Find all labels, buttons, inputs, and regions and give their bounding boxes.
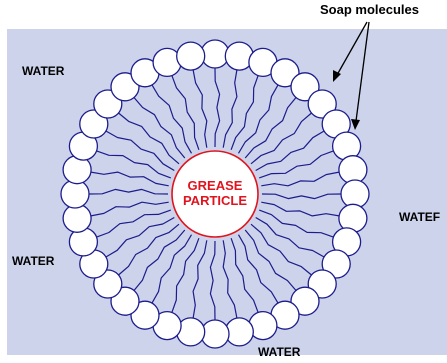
water-label-right: WATEF <box>399 210 440 224</box>
water-label-left: WATER <box>12 254 55 268</box>
soap-molecule-head <box>201 320 229 348</box>
soap-molecule-head <box>177 42 205 70</box>
soap-molecule-head <box>61 180 89 208</box>
water-label-bottom: WATER <box>258 345 301 359</box>
soap-molecule-head <box>63 204 91 232</box>
soap-molecules-label: Soap molecules <box>320 2 419 17</box>
grease-particle-label-line1: GREASE <box>188 178 243 193</box>
soap-molecule-head <box>201 40 229 68</box>
soap-molecule-head <box>339 156 367 184</box>
grease-particle-label-line2: PARTICLE <box>183 193 247 208</box>
soap-molecule-head <box>225 318 253 346</box>
water-label-top-left: WATER <box>22 64 65 78</box>
soap-molecule-head <box>341 180 369 208</box>
